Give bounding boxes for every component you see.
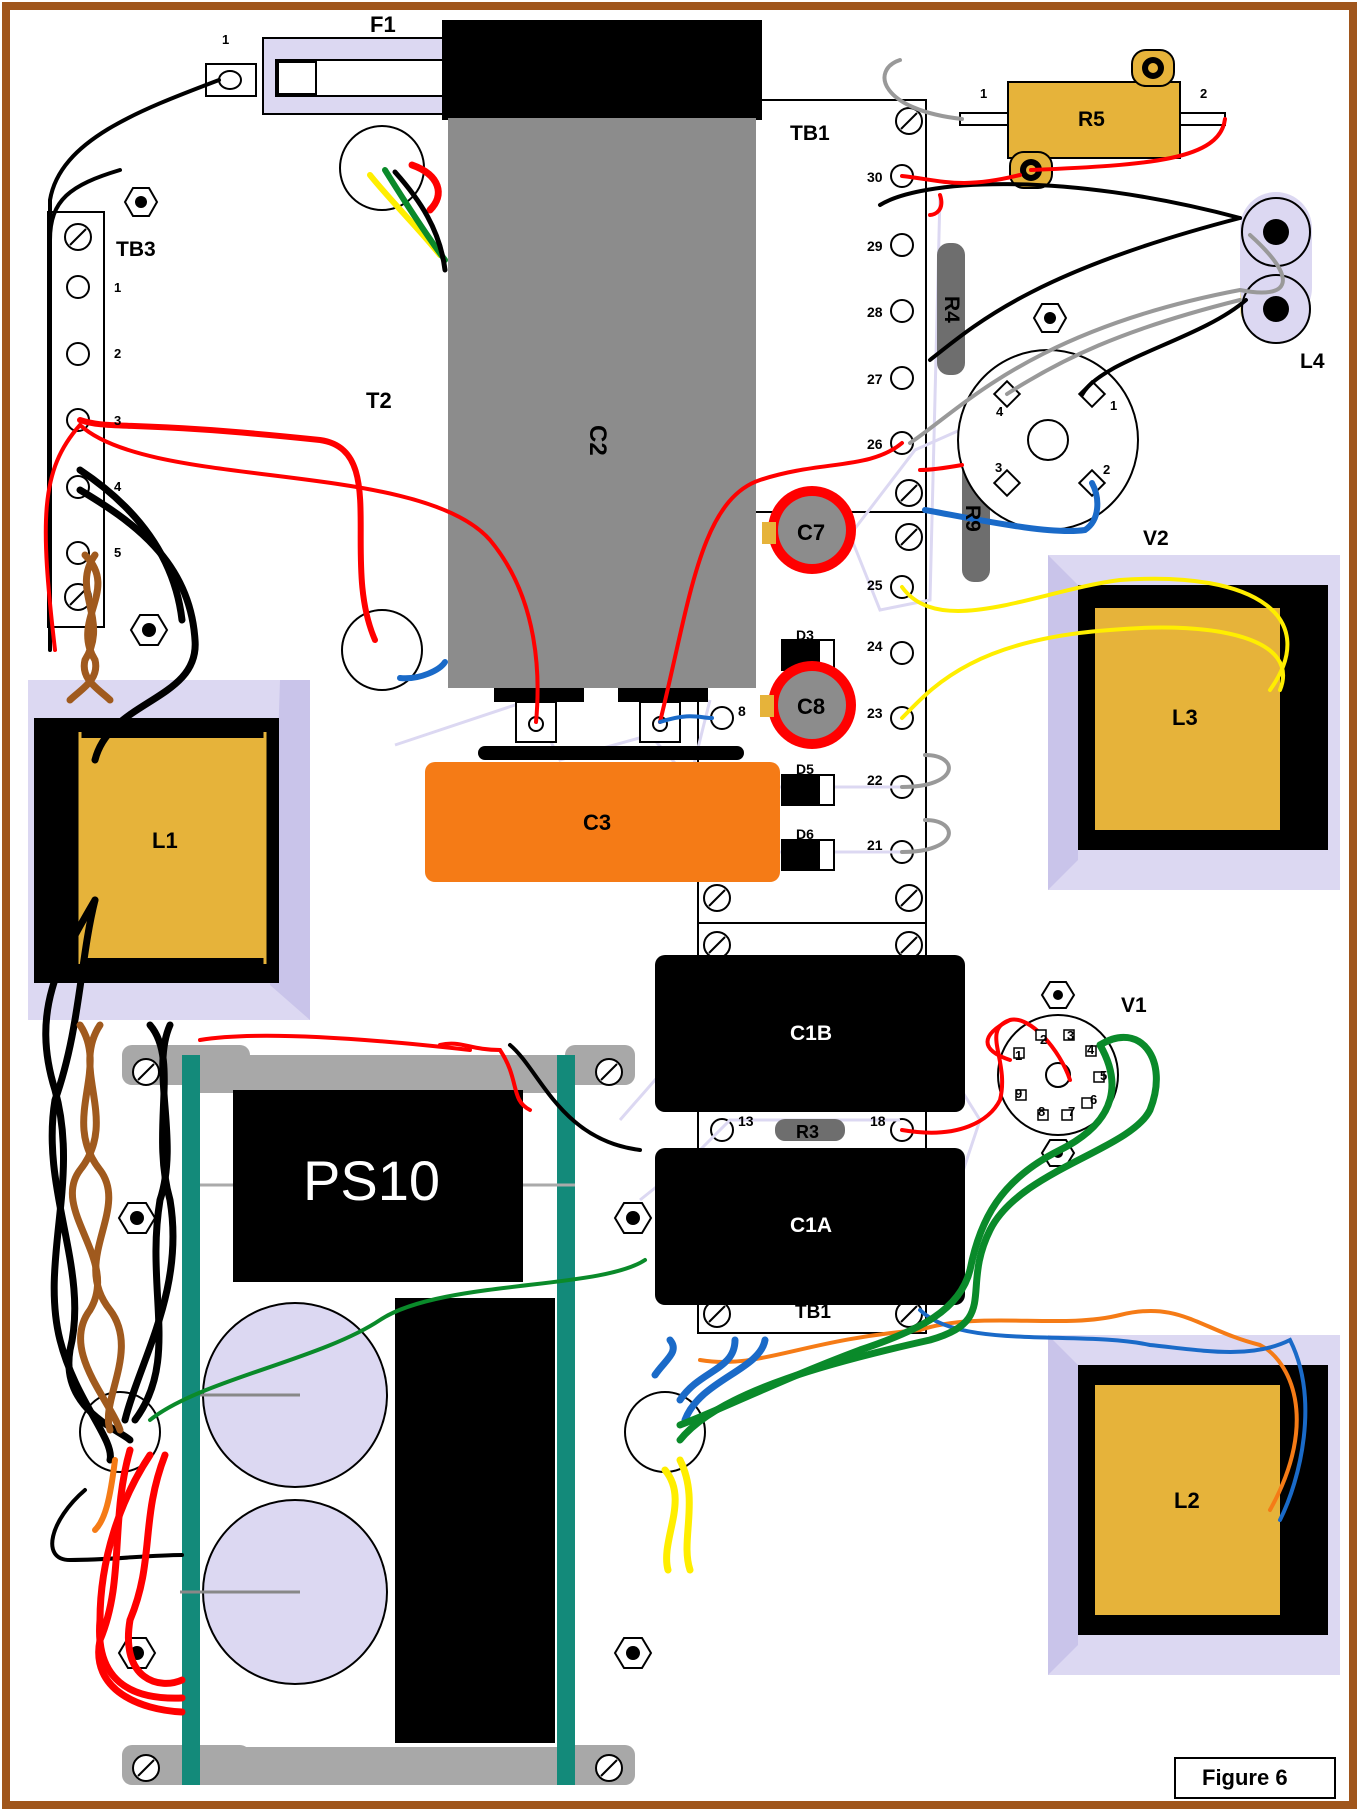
label-tb3: TB3	[116, 238, 156, 261]
choke-l2	[1048, 1335, 1340, 1675]
label-v1: V1	[1121, 994, 1147, 1017]
capacitor-c3	[425, 762, 780, 882]
label-c3: C3	[583, 810, 611, 835]
v1-pin-3: 3	[1067, 1028, 1074, 1043]
tb1-terminal-28: 28	[867, 304, 883, 320]
power-transformer-ps10	[122, 1045, 635, 1785]
tb3-terminal-2: 2	[114, 346, 121, 361]
label-r9: R9	[961, 505, 984, 532]
tb1-terminal-23: 23	[867, 705, 883, 721]
capacitor-c1a	[655, 1148, 965, 1305]
tb3-terminal-3: 3	[114, 413, 121, 428]
pin-label-f1: 1	[222, 32, 229, 47]
label-t2: T2	[366, 388, 392, 413]
label-d3: D3	[796, 627, 814, 643]
pin-label-r5-1: 1	[980, 86, 987, 101]
label-c1a: C1A	[790, 1214, 832, 1237]
tb3-terminal-5: 5	[114, 545, 121, 560]
label-l4: L4	[1300, 350, 1325, 373]
tb1-terminal-26: 26	[867, 436, 883, 452]
tb1-terminal-8: 8	[738, 703, 746, 719]
diode-d6	[781, 839, 835, 871]
v1-pin-7: 7	[1068, 1104, 1075, 1119]
tb3-terminal-1: 1	[114, 280, 121, 295]
label-v2: V2	[1143, 527, 1169, 550]
v2-pin-1: 1	[1110, 398, 1117, 413]
inductor-l4	[1240, 192, 1312, 344]
figure-label: Figure 6	[1202, 1765, 1288, 1790]
v1-pin-6: 6	[1090, 1092, 1097, 1107]
capacitor-c7	[762, 486, 856, 574]
label-ps10: PS10	[303, 1149, 440, 1212]
tb1-terminal-27: 27	[867, 371, 883, 387]
tb1-terminal-29: 29	[867, 238, 883, 254]
label-l1: L1	[152, 828, 178, 853]
label-tb1-lower: TB1	[795, 1302, 831, 1323]
label-f1: F1	[370, 12, 396, 37]
v1-pin-1: 1	[1015, 1048, 1022, 1063]
v1-pin-4: 4	[1087, 1042, 1095, 1057]
capacitor-c2	[442, 20, 762, 760]
tb1-terminal-18: 18	[870, 1113, 886, 1129]
figure-label-box: Figure 6	[1174, 1757, 1336, 1799]
v2-pin-2: 2	[1103, 462, 1110, 477]
v2-pin-3: 3	[995, 460, 1002, 475]
v1-pin-5: 5	[1100, 1068, 1107, 1083]
resistor-r3	[775, 1119, 845, 1141]
label-r5: R5	[1078, 108, 1105, 131]
label-tb1: TB1	[790, 122, 830, 145]
capacitor-c1b	[655, 955, 965, 1112]
v1-pin-9: 9	[1015, 1086, 1022, 1101]
label-c1b: C1B	[790, 1022, 832, 1045]
tb1-terminal-22: 22	[867, 772, 883, 788]
label-r4: R4	[940, 296, 963, 323]
tube-socket-v2	[957, 349, 1139, 531]
label-d5: D5	[796, 761, 814, 777]
label-c7: C7	[797, 520, 825, 545]
fuse-holder-f1	[205, 37, 464, 115]
pin-label-r5-2: 2	[1200, 86, 1207, 101]
label-d6: D6	[796, 826, 814, 842]
tb1-terminal-24: 24	[867, 638, 883, 654]
tube-socket-v1-pins	[1013, 1029, 1105, 1121]
v2-pin-4: 4	[996, 404, 1004, 419]
label-l2: L2	[1174, 1488, 1200, 1513]
v1-pin-2: 2	[1040, 1032, 1047, 1047]
tb1-terminal-25: 25	[867, 577, 883, 593]
label-c8: C8	[797, 694, 825, 719]
label-c2: C2	[584, 425, 611, 456]
label-l3: L3	[1172, 705, 1198, 730]
capacitor-c8	[760, 661, 856, 749]
v1-pin-8: 8	[1038, 1104, 1045, 1119]
choke-l1	[28, 680, 310, 1020]
wiring	[42, 58, 1308, 1716]
diode-d5	[781, 774, 835, 806]
tb1-terminal-21: 21	[867, 837, 883, 853]
tb1-terminal-30: 30	[867, 169, 883, 185]
resistor-r4	[937, 243, 965, 375]
tb3-terminal-4: 4	[114, 479, 122, 494]
label-r3: R3	[796, 1122, 819, 1142]
tb1-terminal-13: 13	[738, 1113, 754, 1129]
